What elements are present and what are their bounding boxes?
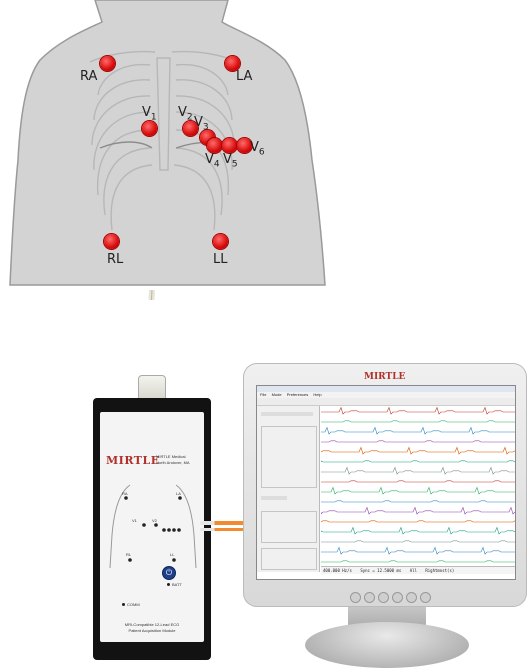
module-faceplate: MIRTLE MIRTLE Medical North Andover, MA … bbox=[100, 412, 204, 642]
ecg-trace bbox=[321, 561, 515, 562]
fiber-cable bbox=[200, 521, 248, 525]
label-la: LA bbox=[236, 69, 252, 84]
toolbar bbox=[257, 398, 515, 406]
monitor-base bbox=[305, 622, 469, 668]
ecg-trace bbox=[321, 428, 515, 435]
monitor-btn-6[interactable] bbox=[420, 592, 431, 603]
label-v3: V3 bbox=[194, 115, 209, 133]
label-ll: LL bbox=[213, 252, 228, 267]
control-panel bbox=[257, 406, 320, 572]
ecg-trace bbox=[321, 488, 515, 495]
ecg-trace bbox=[321, 548, 515, 555]
module-footer-2: Patient Acquisition Module bbox=[100, 628, 204, 633]
label-v4: V4 bbox=[205, 152, 220, 170]
monitor-btn-5[interactable] bbox=[406, 592, 417, 603]
ecg-trace bbox=[321, 521, 515, 522]
module-label-comm: COMM bbox=[127, 602, 140, 607]
monitor-btn-2[interactable] bbox=[364, 592, 375, 603]
monitor-btn-3[interactable] bbox=[378, 592, 389, 603]
power-button[interactable]: ⏻ bbox=[162, 566, 176, 580]
monitor-brand: MIRTLE bbox=[364, 372, 405, 382]
electrode-ra bbox=[100, 56, 115, 71]
ecg-trace bbox=[321, 461, 515, 462]
label-ra: RA bbox=[80, 69, 97, 84]
ecg-trace bbox=[321, 421, 515, 422]
ecg-traces bbox=[321, 406, 515, 566]
menu-file[interactable]: File bbox=[260, 392, 266, 397]
monitor-btn-1[interactable] bbox=[350, 592, 361, 603]
menu-mode[interactable]: Mode bbox=[272, 392, 282, 397]
fiber-cable-2 bbox=[200, 528, 248, 531]
module-footer-1: MRI-Compatible 12-Lead ECG bbox=[100, 622, 204, 627]
label-v5: V5 bbox=[223, 152, 238, 170]
monitor-buttons bbox=[350, 592, 440, 602]
electrode-v4 bbox=[207, 138, 222, 153]
ecg-trace bbox=[321, 501, 515, 502]
status-right: Rightmost(s) bbox=[425, 568, 454, 573]
menu-help[interactable]: Help bbox=[313, 392, 321, 397]
electrode-rl bbox=[104, 234, 119, 249]
torso-outline bbox=[10, 0, 325, 285]
menu-preferences[interactable]: Preferences bbox=[287, 392, 309, 397]
label-rl: RL bbox=[107, 252, 123, 267]
torso-diagram bbox=[0, 0, 532, 300]
module-label-v2: V2 bbox=[152, 518, 157, 523]
monitor-power-button[interactable] bbox=[392, 592, 403, 603]
ecg-trace bbox=[321, 481, 515, 482]
batt-led bbox=[167, 583, 170, 586]
module-label-batt: BATT bbox=[172, 582, 182, 587]
module-label-ll: LL bbox=[170, 552, 174, 557]
status-rate: 400.000 Hz/s bbox=[323, 568, 352, 573]
ecg-trace bbox=[321, 508, 515, 515]
module-address-2: North Andover, MA bbox=[156, 460, 190, 465]
status-bar: 400.000 Hz/s Sync = 12.5000 ms All Right… bbox=[321, 566, 515, 574]
label-v6: V6 bbox=[250, 140, 265, 158]
status-all: All bbox=[410, 568, 417, 573]
electrode-ll bbox=[213, 234, 228, 249]
acquisition-module: MIRTLE MIRTLE Medical North Andover, MA … bbox=[93, 398, 211, 660]
ecg-trace bbox=[321, 408, 515, 415]
electrode-v5 bbox=[222, 138, 237, 153]
comm-led bbox=[122, 603, 125, 606]
label-v1: V1 bbox=[142, 105, 157, 123]
ecg-trace bbox=[321, 448, 515, 455]
ecg-trace bbox=[321, 468, 515, 475]
ecg-trace bbox=[321, 528, 515, 535]
module-label-ra: RA bbox=[122, 491, 128, 496]
ecg-trace bbox=[321, 541, 515, 542]
module-address-1: MIRTLE Medical bbox=[156, 454, 186, 459]
monitor-screen: File Mode Preferences Help 400.000 Hz/s … bbox=[256, 385, 516, 580]
module-brand: MIRTLE bbox=[106, 454, 160, 467]
electrode-v1 bbox=[142, 121, 157, 136]
module-label-la: LA bbox=[176, 491, 181, 496]
ecg-trace bbox=[321, 441, 515, 442]
module-label-rl: RL bbox=[126, 552, 131, 557]
module-label-v1: V1 bbox=[132, 518, 137, 523]
label-v2: V2 bbox=[178, 105, 193, 123]
status-sync: Sync = 12.5000 ms bbox=[360, 568, 401, 573]
